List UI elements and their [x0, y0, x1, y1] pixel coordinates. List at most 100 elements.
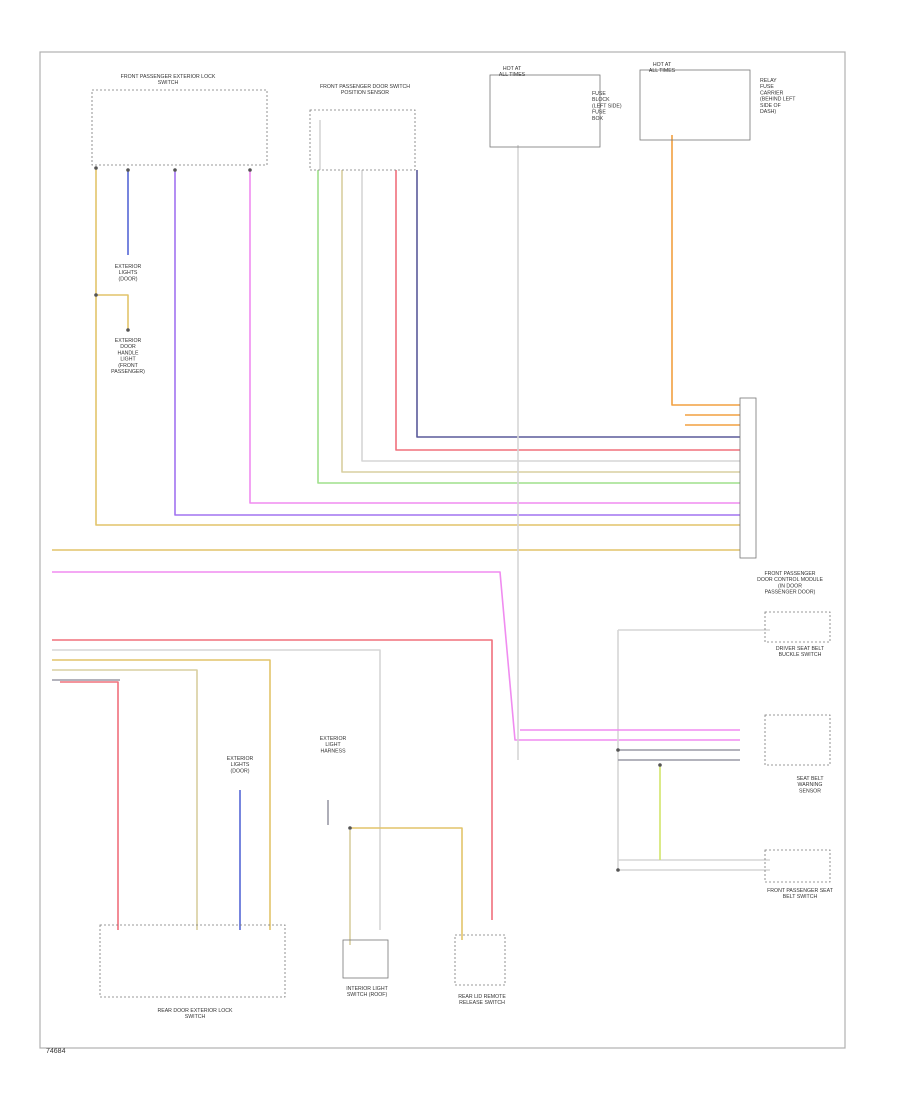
- component-label-line: INTERIOR LIGHT: [346, 986, 388, 992]
- wire-navy: [416, 170, 740, 438]
- component-label-line: (LEFT SIDE): [592, 103, 622, 109]
- component-label-line: DASH): [760, 109, 776, 115]
- driver-seatbelt-switch-body: [764, 611, 831, 643]
- component-label-line: (DOOR): [230, 768, 249, 774]
- splice-dot-1: [94, 293, 98, 297]
- component-label-line: LIGHT: [325, 742, 341, 748]
- component-label-line: EXTERIOR: [115, 264, 142, 270]
- component-label-line: HARNESS: [320, 748, 346, 754]
- component-label-line: EXTERIOR: [320, 736, 347, 742]
- page-reference: 74684: [46, 1048, 66, 1055]
- rear-lock-switch-body: [99, 924, 286, 998]
- devices-layer: [91, 69, 831, 998]
- component-label-line: DRIVER SEAT BELT: [776, 646, 825, 652]
- wire-yellow-4: [350, 827, 463, 940]
- component-label-line: FRONT PASSENGER DOOR SWITCH: [320, 84, 410, 90]
- component-label-line: PASSENGER): [111, 369, 145, 375]
- component-label-line: FRONT PASSENGER EXTERIOR LOCK: [121, 74, 216, 80]
- component-label-line: FRONT PASSENGER SEAT: [767, 888, 834, 894]
- wire-light-3: [52, 649, 381, 930]
- wire-violet: [174, 170, 740, 516]
- component-label-line: LIGHTS: [119, 270, 138, 276]
- wire-pink-1: [249, 170, 740, 504]
- wire-green: [317, 170, 740, 484]
- wire-orange: [671, 135, 740, 406]
- component-label-line: HOT AT: [503, 66, 522, 72]
- component-label-line: (FRONT: [118, 363, 138, 369]
- splice-dot-7: [94, 166, 98, 170]
- component-label-line: REAR DOOR EXTERIOR LOCK: [158, 1008, 233, 1014]
- component-label-line: CARRIER: [760, 90, 784, 96]
- component-label-line: RELEASE SWITCH: [459, 1000, 505, 1006]
- wire-yellow-2: [96, 294, 129, 330]
- component-label-line: SIDE OF: [760, 103, 781, 109]
- component-label-line: SWITCH (ROOF): [347, 992, 388, 998]
- component-label-line: HANDLE: [117, 350, 139, 356]
- wire-tan-1: [341, 170, 740, 473]
- splice-dot-3: [348, 826, 352, 830]
- component-label-line: BLOCK: [592, 97, 610, 103]
- wire-pink-long: [52, 571, 740, 741]
- diagram-frame: [39, 51, 846, 1049]
- component-label-line: REAR LID REMOTE: [458, 994, 506, 1000]
- relay-fuse-carrier: [639, 69, 751, 141]
- component-label-line: RELAY: [760, 78, 777, 84]
- passenger-door-module-connector: [739, 397, 757, 559]
- component-label-line: EXTERIOR: [227, 756, 254, 762]
- component-label-line: DOOR CONTROL MODULE: [757, 577, 823, 583]
- seatbelt-sensor-body: [764, 714, 831, 766]
- rear-lid-switch-body: [454, 934, 506, 986]
- component-label-line: (IN DOOR: [778, 583, 802, 589]
- splice-dot-8: [126, 168, 130, 172]
- door-switch-position-body: [309, 109, 416, 171]
- component-label-line: FUSE: [592, 110, 606, 116]
- component-label-line: SEAT BELT: [796, 776, 824, 782]
- component-label-line: EXTERIOR: [115, 338, 142, 344]
- component-label-line: BUCKLE SWITCH: [779, 652, 822, 658]
- component-label-line: PASSENGER DOOR): [765, 590, 816, 596]
- fuse-block-left: [489, 74, 601, 148]
- component-label-line: LIGHT: [120, 357, 136, 363]
- wire-yellow-1: [95, 168, 740, 526]
- splice-dot-2: [126, 328, 130, 332]
- component-label-line: FRONT PASSENGER: [764, 571, 815, 577]
- component-label-line: POSITION SENSOR: [341, 90, 389, 96]
- component-label-line: SWITCH: [185, 1014, 206, 1020]
- component-label-line: FUSE: [760, 84, 774, 90]
- splice-dot-10: [248, 168, 252, 172]
- wire-yellow-3: [52, 659, 271, 930]
- splice-dot-4: [616, 748, 620, 752]
- component-label-line: WARNING: [798, 782, 823, 788]
- component-label-line: BELT SWITCH: [783, 894, 818, 900]
- wire-red-1: [395, 170, 740, 451]
- passenger-seatbelt-body: [764, 849, 831, 883]
- component-label-line: (BEHIND LEFT: [760, 97, 796, 103]
- wire-light-1: [361, 170, 740, 462]
- wire-tan-2: [52, 669, 198, 930]
- component-label-line: LIGHTS: [231, 762, 250, 768]
- splice-dot-5: [616, 868, 620, 872]
- component-label-line: BOX: [592, 116, 603, 122]
- component-label-line: DOOR: [120, 344, 136, 350]
- component-label-line: FUSE: [592, 91, 606, 97]
- wire-red-2: [52, 639, 493, 920]
- component-label-line: ALL TIMES: [649, 68, 676, 74]
- component-label-line: HOT AT: [653, 62, 672, 68]
- component-label-line: SWITCH: [158, 80, 179, 86]
